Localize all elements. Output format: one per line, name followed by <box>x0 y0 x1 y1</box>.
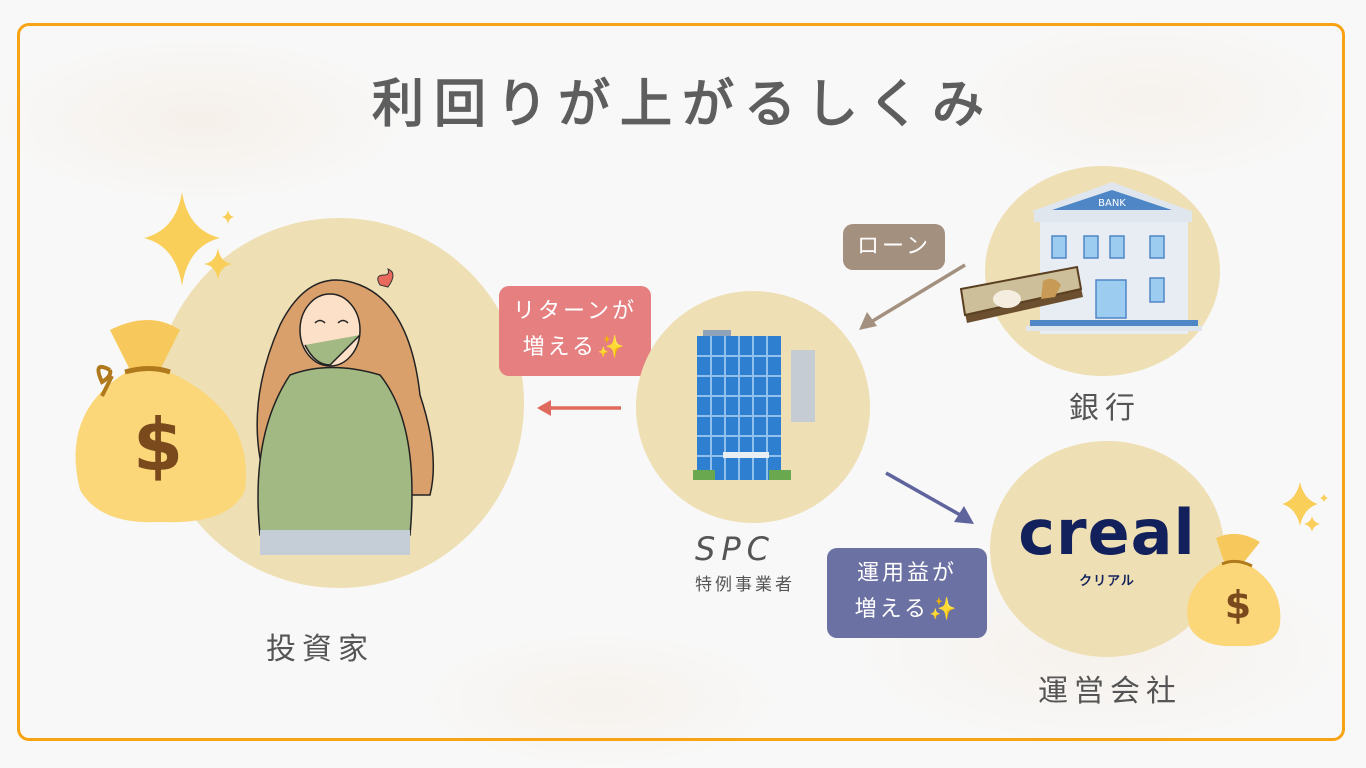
arrow-spc-to-operator <box>885 471 974 524</box>
sparkle-icon <box>144 192 234 286</box>
operator-label: 運営会社 <box>1038 674 1182 709</box>
investor-label: 投資家 <box>266 632 374 667</box>
money-bag-icon: $ <box>1187 533 1281 647</box>
profit-bubble-line2: 増える✨ <box>854 597 960 622</box>
spc-sublabel: 特例事業者 <box>695 575 795 595</box>
return-bubble: リターンが 増える✨ <box>499 286 651 376</box>
page-title: 利回りが上がるしくみ <box>371 75 995 135</box>
svg-text:$: $ <box>1225 583 1251 627</box>
creal-logo: creal <box>1018 496 1196 569</box>
sparkle-icon <box>1282 482 1328 532</box>
office-building-icon <box>693 330 815 480</box>
svg-text:$: $ <box>133 403 183 487</box>
creal-logo-kana: クリアル <box>1079 574 1135 589</box>
bank-sign: BANK <box>1098 198 1126 209</box>
profit-bubble: 運用益が 増える✨ <box>827 548 987 638</box>
yen-banknote-stack-icon <box>959 265 1083 323</box>
spc-label: SPC <box>695 530 775 568</box>
loan-bubble: ローン <box>843 224 945 270</box>
arrow-bank-to-spc <box>859 263 966 330</box>
return-bubble-line1: リターンが <box>513 299 637 324</box>
operator-circle <box>990 441 1224 657</box>
profit-bubble-line1: 運用益が <box>856 561 957 586</box>
happy-woman-illustration <box>256 268 435 555</box>
return-bubble-line2: 増える✨ <box>522 335 628 360</box>
bank-label: 銀行 <box>1069 391 1141 426</box>
orange-frame <box>17 23 1345 741</box>
arrow-spc-to-investor <box>537 400 621 416</box>
money-bag-icon: $ <box>75 320 246 523</box>
